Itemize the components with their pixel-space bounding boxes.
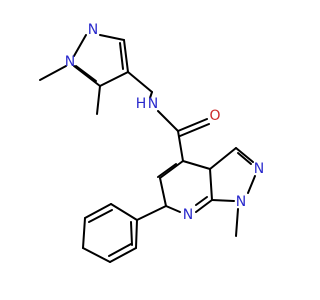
bond <box>195 199 213 213</box>
bond <box>84 203 112 219</box>
bond <box>99 71 129 87</box>
bond <box>39 65 67 81</box>
bond <box>127 71 153 93</box>
bond <box>73 65 101 87</box>
bond <box>88 209 113 223</box>
atom-n2: N <box>65 54 75 70</box>
structure-drawing: N N N H O N N N <box>39 22 264 263</box>
bond <box>119 42 124 70</box>
bonds <box>39 34 256 263</box>
atom-n1: N <box>88 22 98 38</box>
bond <box>157 163 177 178</box>
bond <box>247 175 256 194</box>
atom-labels: N N N H O N N N <box>65 22 264 223</box>
bond <box>73 34 87 57</box>
atom-nh: N <box>148 96 158 112</box>
bond <box>157 110 179 132</box>
bond <box>235 147 254 163</box>
molecule-diagram: N N N H O N N N <box>39 22 264 263</box>
bond <box>149 91 153 99</box>
bond <box>99 34 125 41</box>
atom-n5: N <box>183 207 193 223</box>
bond <box>179 123 210 137</box>
bond <box>165 205 181 213</box>
bond <box>195 196 208 206</box>
bond <box>123 39 129 73</box>
bond <box>182 160 211 170</box>
atom-n3: N <box>254 161 264 177</box>
atom-h: H <box>136 96 147 112</box>
bond <box>136 205 167 221</box>
bond <box>75 65 97 82</box>
bond <box>177 118 208 132</box>
bond <box>110 203 138 221</box>
bond <box>159 177 167 207</box>
bond <box>159 160 184 179</box>
atom-n4: N <box>236 194 246 210</box>
bond <box>237 152 252 165</box>
atom-o: O <box>209 108 220 124</box>
bond <box>130 221 133 246</box>
bond <box>209 168 213 201</box>
bond <box>235 208 239 237</box>
bond <box>109 247 137 263</box>
bond <box>82 247 111 263</box>
bond <box>96 85 101 115</box>
bond <box>82 217 86 249</box>
bond <box>211 199 235 202</box>
bond <box>108 243 132 257</box>
bond <box>209 147 237 170</box>
bond <box>177 130 184 162</box>
bond <box>135 219 138 249</box>
